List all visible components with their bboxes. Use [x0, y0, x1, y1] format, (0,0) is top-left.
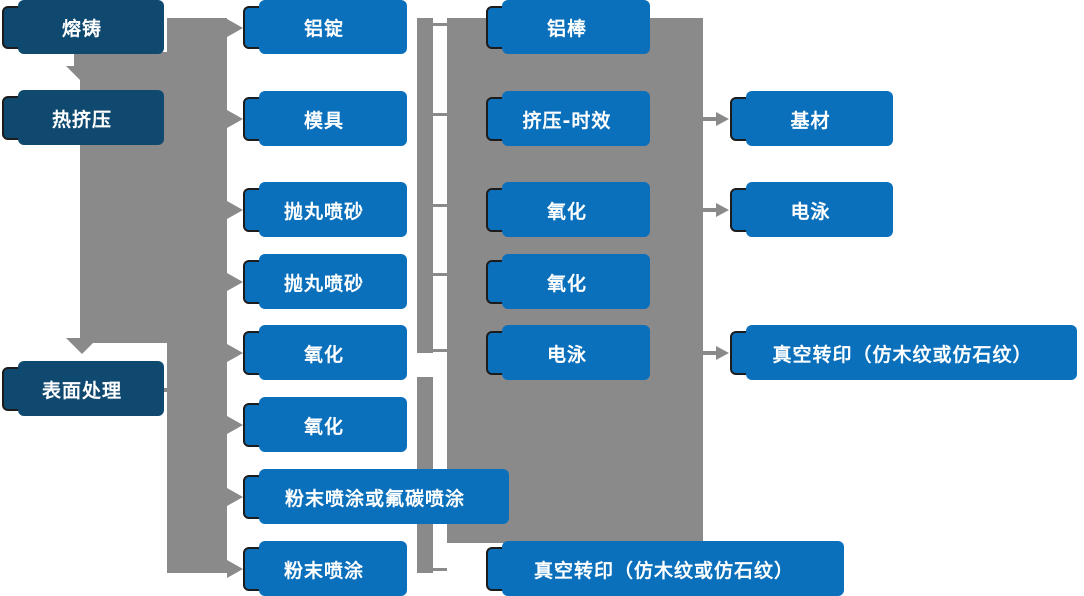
node-label: 氧化	[546, 200, 587, 223]
node-label: 铝棒	[546, 18, 587, 40]
node-base-material: 基材	[730, 91, 893, 146]
arrow-to-oxidation-2	[227, 416, 243, 434]
node-electrophoresis-2: 电泳	[730, 182, 893, 237]
node-label: 真空转印（仿木纹或仿石纹）	[772, 343, 1033, 366]
node-vacuum-transfer-print-bottom: 真空转印（仿木纹或仿石纹）	[486, 541, 844, 596]
node-label: 电泳	[546, 343, 587, 366]
node-oxidation-1: 氧化	[243, 325, 407, 380]
node-aluminum-rod: 铝棒	[486, 0, 650, 54]
node-label: 氧化	[303, 343, 344, 366]
node-label: 氧化	[546, 272, 587, 295]
node-powder-coating: 粉末喷涂	[243, 541, 407, 596]
node-label: 抛丸喷砂	[283, 272, 364, 295]
node-melting-casting: 熔铸	[2, 0, 164, 54]
node-oxidation-3: 氧化	[486, 182, 650, 237]
connector-tick-row8	[433, 568, 447, 571]
node-label: 熔铸	[61, 18, 102, 40]
connector-middle-band-upper	[417, 18, 433, 353]
node-vacuum-transfer-print-right: 真空转印（仿木纹或仿石纹）	[730, 325, 1077, 380]
node-shot-blasting-sandblasting-1: 抛丸喷砂	[243, 182, 407, 237]
node-extrusion-aging: 挤压-时效	[486, 91, 650, 146]
node-electrophoresis-1: 电泳	[486, 325, 650, 380]
arrow-down-to-surface-treatment	[66, 338, 98, 354]
node-label: 粉末喷涂或氟碳喷涂	[284, 487, 465, 510]
node-mold: 模具	[243, 91, 407, 146]
node-label: 铝锭	[303, 18, 344, 40]
arrow-to-base-material	[716, 112, 729, 126]
arrow-down-melting-to-hot-extrusion	[66, 66, 98, 82]
connector-tick-row4	[433, 273, 447, 276]
node-label: 挤压-时效	[522, 109, 612, 132]
node-label: 氧化	[303, 415, 344, 438]
arrow-to-shot-blasting-1	[227, 201, 243, 219]
node-hot-extrusion: 热挤压	[2, 90, 164, 145]
connector-tick-row2	[433, 113, 447, 116]
node-label: 抛丸喷砂	[283, 200, 364, 223]
node-shot-blasting-sandblasting-2: 抛丸喷砂	[243, 254, 407, 309]
node-surface-treatment: 表面处理	[2, 361, 164, 416]
connector-surface-treatment-link	[162, 388, 174, 392]
arrow-to-aluminum-ingot	[227, 19, 243, 37]
node-label: 电泳	[790, 200, 831, 223]
connector-shaft-to-vacuum-transfer	[703, 351, 717, 355]
connector-shaft-melting-to-extrusion	[74, 50, 90, 68]
arrow-to-mold	[227, 110, 243, 128]
node-label: 模具	[303, 109, 344, 132]
node-label: 热挤压	[51, 108, 112, 131]
connector-tick-row1	[433, 23, 447, 26]
arrow-to-electrophoresis	[716, 203, 729, 217]
connector-tick-row5	[433, 349, 447, 352]
node-oxidation-4: 氧化	[486, 254, 650, 309]
connector-tick-row3	[433, 204, 447, 207]
arrow-to-shot-blasting-2	[227, 273, 243, 291]
arrow-to-powder-coating	[227, 560, 243, 578]
node-label: 基材	[790, 109, 831, 132]
node-label: 粉末喷涂	[283, 559, 364, 582]
arrow-to-oxidation-1	[227, 344, 243, 362]
node-label: 真空转印（仿木纹或仿石纹）	[533, 559, 794, 582]
node-aluminum-ingot: 铝锭	[243, 0, 407, 54]
node-label: 表面处理	[41, 379, 122, 402]
node-oxidation-2: 氧化	[243, 397, 407, 452]
connector-shaft-to-electrophoresis	[703, 208, 717, 212]
arrow-to-powder-or-fluorocarbon	[227, 488, 243, 506]
connector-left-trunk	[167, 18, 227, 573]
node-powder-or-fluorocarbon-coating: 粉末喷涂或氟碳喷涂	[243, 469, 509, 524]
arrow-to-vacuum-transfer	[716, 346, 729, 360]
connector-shaft-to-base-material	[703, 117, 717, 121]
